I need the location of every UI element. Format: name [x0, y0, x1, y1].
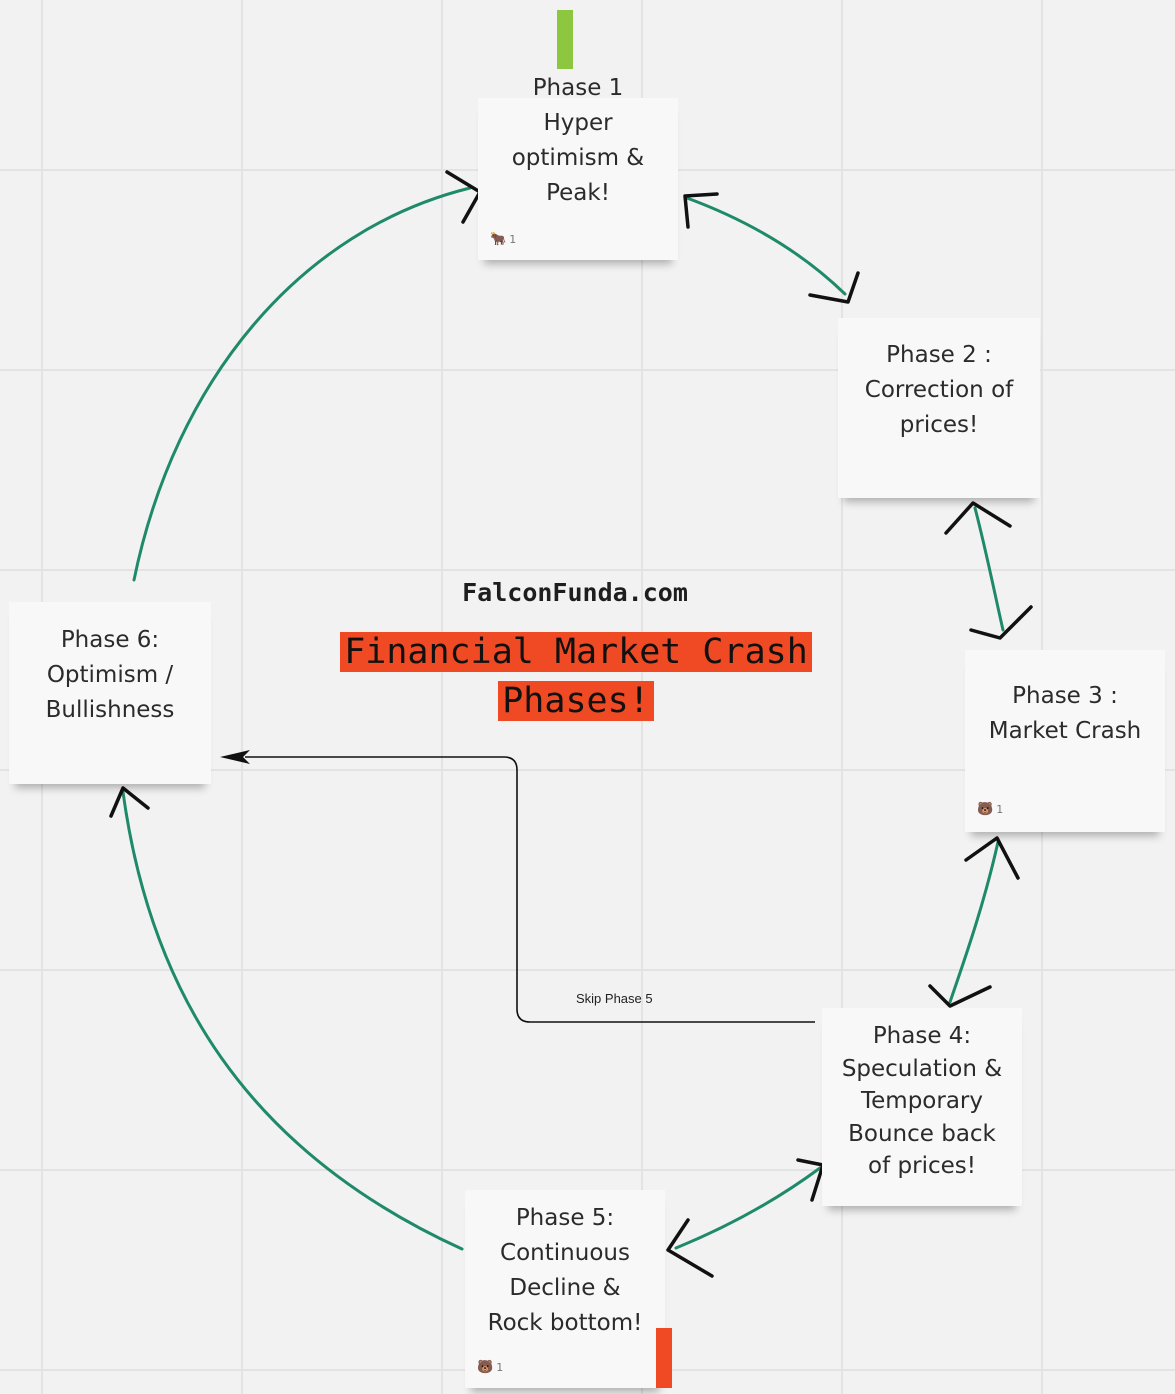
- phase-6-text: Phase 6: Optimism / Bullishness: [45, 627, 175, 723]
- phase-2-text: Phase 2 : Correction of prices!: [864, 342, 1014, 438]
- phase-1-note[interactable]: Phase 1 Hyper optimism & Peak! 🐂1: [478, 75, 678, 260]
- arrowhead-icon: [928, 984, 992, 1008]
- bull-icon: 🐂: [490, 232, 507, 247]
- arrowhead-icon: [964, 836, 1020, 880]
- phase-1-text: Phase 1 Hyper optimism & Peak!: [511, 75, 645, 206]
- arrow-phase1-to-phase2[interactable]: [685, 196, 847, 296]
- arrowhead-icon: [683, 192, 719, 229]
- arrow-phase2-to-phase3[interactable]: [973, 506, 1005, 632]
- arrowhead-icon: [808, 271, 860, 304]
- reaction-badge[interactable]: 🐂1: [490, 232, 517, 247]
- arrowhead-icon: [944, 501, 1012, 535]
- red-tag: [656, 1328, 672, 1388]
- phase-5-note[interactable]: Phase 5: Continuous Decline & Rock botto…: [465, 1190, 665, 1388]
- arrow-phase5-to-phase6[interactable]: [121, 790, 464, 1251]
- arrowhead-icon: [109, 786, 150, 818]
- phase-6-note[interactable]: Phase 6: Optimism / Bullishness: [9, 602, 211, 784]
- title-line-2: Phases!: [498, 681, 654, 721]
- skip-phase-label: Skip Phase 5: [576, 991, 653, 1006]
- phase-3-text: Phase 3 : Market Crash: [988, 683, 1142, 744]
- phase-4-text: Phase 4: Speculation & Temporary Bounce …: [841, 1023, 1003, 1179]
- arrowhead-icon: [969, 605, 1033, 640]
- arrow-phase3-to-phase4[interactable]: [948, 840, 1000, 1004]
- phase-4-note[interactable]: Phase 4: Speculation & Temporary Bounce …: [822, 1008, 1022, 1206]
- reaction-badge[interactable]: 🐻1: [477, 1360, 504, 1375]
- arrowhead-icon: [666, 1218, 714, 1278]
- site-name: FalconFunda.com: [462, 578, 688, 607]
- skip-connector-line[interactable]: [245, 756, 815, 1023]
- green-tag: [557, 10, 573, 69]
- skip-arrowhead-icon: [220, 750, 250, 764]
- phase-2-note[interactable]: Phase 2 : Correction of prices!: [838, 318, 1040, 498]
- phase-5-text: Phase 5: Continuous Decline & Rock botto…: [487, 1205, 643, 1336]
- arrowhead-icon: [445, 170, 482, 224]
- bear-icon: 🐻: [977, 802, 994, 817]
- reaction-badge[interactable]: 🐻1: [977, 802, 1004, 817]
- arrow-phase6-to-phase1[interactable]: [132, 186, 472, 582]
- diagram-title: Financial Market Crash Phases!: [326, 628, 826, 726]
- bear-icon: 🐻: [477, 1360, 494, 1375]
- phase-3-note[interactable]: Phase 3 : Market Crash 🐻1: [965, 650, 1165, 832]
- title-line-1: Financial Market Crash: [340, 632, 812, 672]
- arrow-phase4-to-phase5[interactable]: [674, 1166, 822, 1250]
